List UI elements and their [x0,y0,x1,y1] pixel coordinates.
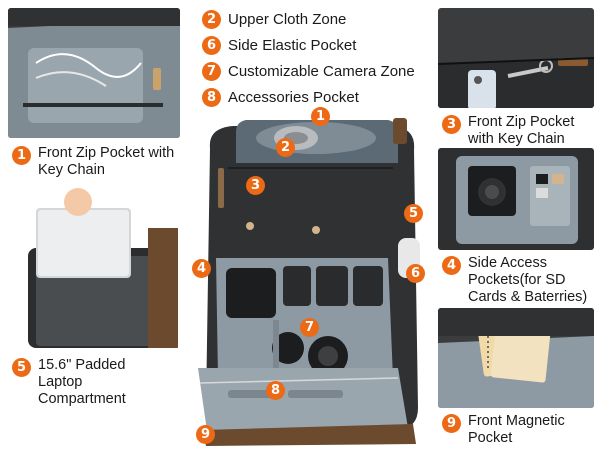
callout-9-label: Front Magnetic Pocket [468,413,565,446]
callout-1-badge: 1 [12,146,31,165]
marker-8-badge: 8 [266,381,285,400]
callout-3-badge: 3 [442,115,461,134]
marker-2-badge: 2 [276,138,295,157]
marker-5-badge: 5 [404,204,423,223]
legend-7-badge: 7 [202,62,221,81]
callout-3-label: Front Zip Pocket with Key Chain [468,114,575,147]
legend-8-badge: 8 [202,88,221,107]
callout-9-badge: 9 [442,414,461,433]
callout-5-badge: 5 [12,358,31,377]
key-chain-pocket-photo [438,8,594,108]
marker-1-badge: 1 [311,107,330,126]
legend-6-label: Side Elastic Pocket [228,37,357,54]
marker-3-badge: 3 [246,176,265,195]
legend-6-badge: 6 [202,36,221,55]
legend-item-7: 7 Customizable Camera Zone [202,62,415,81]
legend-item-8: 8 Accessories Pocket [202,88,359,107]
marker-4-badge: 4 [192,259,211,278]
legend-2-badge: 2 [202,10,221,29]
callout-4-badge: 4 [442,256,461,275]
callout-5-label: 15.6" Padded Laptop Compartment [38,357,126,407]
marker-7-badge: 7 [300,318,319,337]
legend-2-label: Upper Cloth Zone [228,11,347,28]
front-magnetic-pocket-photo [438,308,594,408]
legend-7-label: Customizable Camera Zone [228,63,415,80]
laptop-compartment-photo [8,188,180,348]
backpack-photo [188,108,436,446]
marker-9-badge: 9 [196,425,215,444]
legend-item-2: 2 Upper Cloth Zone [202,10,346,29]
legend-8-label: Accessories Pocket [228,89,359,106]
front-zip-pocket-photo [8,8,180,138]
callout-1-label: Front Zip Pocket with Key Chain [38,145,175,178]
legend-item-6: 6 Side Elastic Pocket [202,36,356,55]
callout-4-label: Side Access Pockets(for SD Cards & Bater… [468,255,588,305]
side-access-photo [438,148,594,250]
marker-6-badge: 6 [406,264,425,283]
